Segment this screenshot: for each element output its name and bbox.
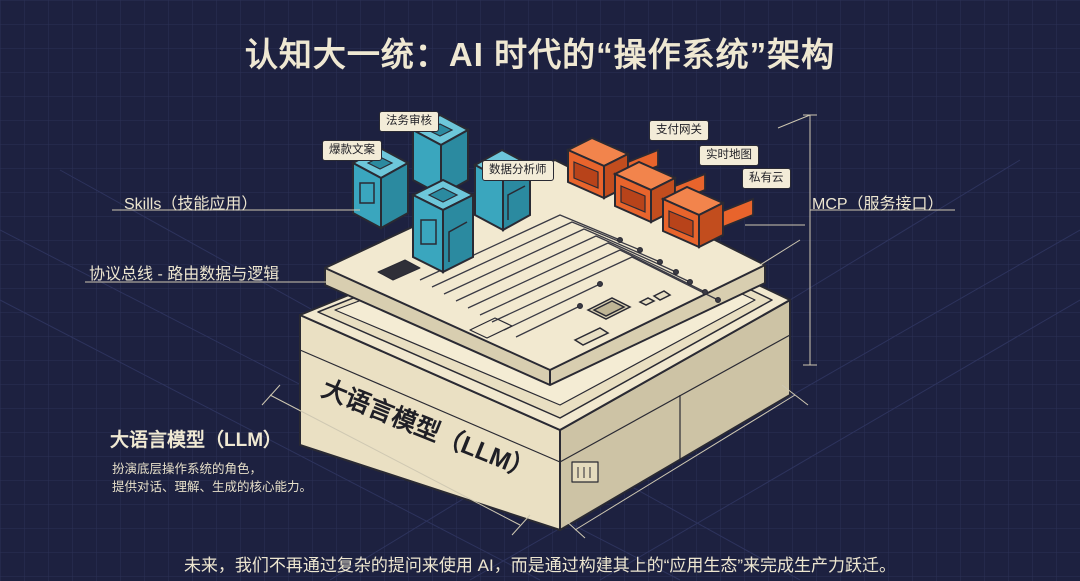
- skill-tag: 法务审核: [379, 111, 439, 132]
- skills-label: Skills（技能应用）: [124, 190, 257, 214]
- llm-description-line: 提供对话、理解、生成的核心能力。: [112, 476, 312, 495]
- mcp-tag: 支付网关: [649, 120, 709, 141]
- page-title: 认知大一统：AI 时代的“操作系统”架构: [0, 28, 1080, 76]
- skill-tag: 爆款文案: [322, 140, 382, 161]
- skill-cube-icon: [413, 180, 473, 272]
- llm-description-line: 扮演底层操作系统的角色，: [112, 458, 262, 477]
- protocol-bus-label: 协议总线 - 路由数据与逻辑: [89, 260, 279, 284]
- skill-tag: 数据分析师: [482, 160, 554, 181]
- mcp-tag: 私有云: [742, 168, 791, 189]
- mcp-label: MCP（服务接口）: [812, 190, 944, 214]
- footer-caption: 未来，我们不再通过复杂的提问来使用 AI，而是通过构建其上的“应用生态”来完成生…: [0, 551, 1080, 576]
- mcp-tag: 实时地图: [699, 145, 759, 166]
- llm-heading: 大语言模型（LLM）: [110, 425, 282, 452]
